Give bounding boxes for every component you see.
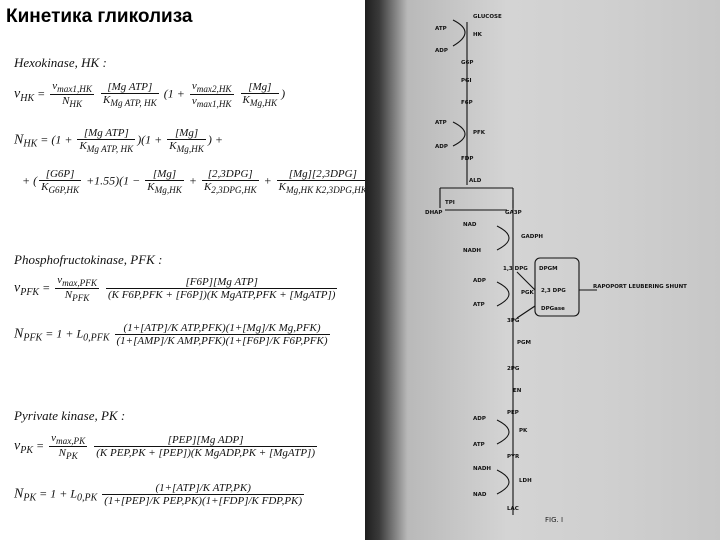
pathway-node: ALD xyxy=(469,178,482,184)
pathway-node: DHAP xyxy=(425,210,442,216)
pfk-allosteric-fraction: (1+[ATP]/K ATP,PFK)(1+[Mg]/K Mg,PFK)(1+[… xyxy=(114,322,330,347)
pathway-node: 2PG xyxy=(507,366,520,372)
pk-normalization-equation: NPK = 1 + L0,PK (1+[ATP]/K ATP,PK)(1+[PE… xyxy=(14,482,305,507)
hk-n-mg-fraction: [Mg]KMg,HK xyxy=(167,127,206,155)
pathway-node: 3PG xyxy=(507,318,520,324)
pk-allosteric-fraction: (1+[ATP]/K ATP,PK)(1+[PEP]/K PEP,PK)(1+[… xyxy=(102,482,305,507)
pathway-node: LDH xyxy=(519,478,532,484)
hk-term-one: 1 + xyxy=(167,86,185,101)
pathway-node: DPGase xyxy=(541,306,565,312)
hk-dpg-fraction: [2,3DPG]K2,3DPG,HK xyxy=(201,168,259,196)
pfk-heading: Phosphofructokinase, PFK : xyxy=(14,252,163,267)
pathway-node: LAC xyxy=(507,506,519,512)
hk-normalization-equation: NHK = (1 + [Mg ATP]KMg ATP, HK)(1 + [Mg]… xyxy=(14,127,223,155)
hk-mgatp-fraction: [Mg ATP]KMg ATP, HK xyxy=(100,81,159,109)
pathway-node: NAD xyxy=(473,492,487,498)
hk-mg2-fraction: [Mg]KMg,HK xyxy=(145,168,184,196)
pathway-node: EN xyxy=(513,388,522,394)
hk-n-mgatp-fraction: [Mg ATP]KMg ATP, HK xyxy=(77,127,136,155)
pathway-node: PYR xyxy=(507,454,520,460)
pathway-node: ATP xyxy=(435,26,447,32)
pathway-node: GADPH xyxy=(521,234,543,240)
equations-panel: Кинетика гликолиза Hexokinase, HK : vHK … xyxy=(6,6,375,507)
hk-inhibition-terms: + ([G6P]KG6P,HK +1.55)(1 − [Mg]KMg,HK + … xyxy=(22,168,375,196)
pathway-node: ADP xyxy=(435,144,448,150)
hk-g6p-fraction: [G6P]KG6P,HK xyxy=(39,168,82,196)
pk-substrate-fraction: [PEP][Mg ADP](K PEP,PK + [PEP])(K MgADP,… xyxy=(94,434,317,460)
pathway-node: G6P xyxy=(461,60,473,66)
pathway-node: GA3P xyxy=(505,210,522,216)
hk-n-sub: HK xyxy=(23,138,38,150)
pathway-node: PGI xyxy=(461,78,472,84)
pathway-node: TPI xyxy=(445,200,455,206)
hk-v-symbol: v xyxy=(14,86,21,102)
pathway-node: FDP xyxy=(461,156,473,162)
pathway-node: RAPOPORT LEUBERING SHUNT xyxy=(593,284,687,290)
pathway-node: PGM xyxy=(517,340,531,346)
slide-title: Кинетика гликолиза xyxy=(6,6,193,27)
pfk-normalization-equation: NPFK = 1 + L0,PFK (1+[ATP]/K ATP,PFK)(1+… xyxy=(14,322,330,347)
hk-coefficient: +1.55 xyxy=(86,173,116,188)
pathway-node: F6P xyxy=(461,100,473,106)
pk-heading: Pyrivate kinase, PK : xyxy=(14,408,126,423)
pathway-node: PK xyxy=(519,428,528,434)
pfk-substrate-fraction: [F6P][Mg ATP](K F6P,PFK + [F6P])(K MgATP… xyxy=(105,276,338,302)
pathway-node: ADP xyxy=(473,278,486,284)
pathway-node: DPGM xyxy=(539,266,558,272)
pathway-node: PFK xyxy=(473,130,486,136)
pathway-node: NADH xyxy=(473,466,491,472)
pathway-node: ADP xyxy=(473,416,486,422)
pathway-node: ADP xyxy=(435,48,448,54)
hk-n-symbol: N xyxy=(14,132,24,148)
hk-heading: Hexokinase, HK : xyxy=(14,55,107,70)
pathway-node: NAD xyxy=(463,222,477,228)
pathway-node: PEP xyxy=(507,410,519,416)
pathway-svg: GLUCOSE HK ATP ADP G6P PGI F6P ATP PFK ADP FDP ALD T… xyxy=(425,14,687,524)
hk-v-sub: HK xyxy=(20,92,35,104)
pathway-node: ATP xyxy=(473,302,485,308)
pathway-node: PGK xyxy=(521,290,535,296)
figure-label: FIG. I xyxy=(545,516,563,524)
pathway-node: GLUCOSE xyxy=(473,14,502,20)
pathway-node: 2,3 DPG xyxy=(541,288,566,294)
hk-mg-fraction: [Mg]KMg,HK xyxy=(240,81,280,109)
pathway-node: NADH xyxy=(463,248,481,254)
pathway-node: 1,3 DPG xyxy=(503,266,528,272)
pathway-node: HK xyxy=(473,32,483,38)
pathway-node: ATP xyxy=(473,442,485,448)
pathway-labels: GLUCOSE HK ATP ADP G6P PGI F6P ATP PFK ADP FDP ALD T… xyxy=(425,14,687,512)
hk-mgdpg-fraction: [Mg][2,3DPG]KMg,HK K2,3DPG,HK xyxy=(276,168,369,196)
glycolysis-pathway-figure: GLUCOSE HK ATP ADP G6P PGI F6P ATP PFK ADP FDP ALD T… xyxy=(365,0,720,540)
pathway-node: ATP xyxy=(435,120,447,126)
